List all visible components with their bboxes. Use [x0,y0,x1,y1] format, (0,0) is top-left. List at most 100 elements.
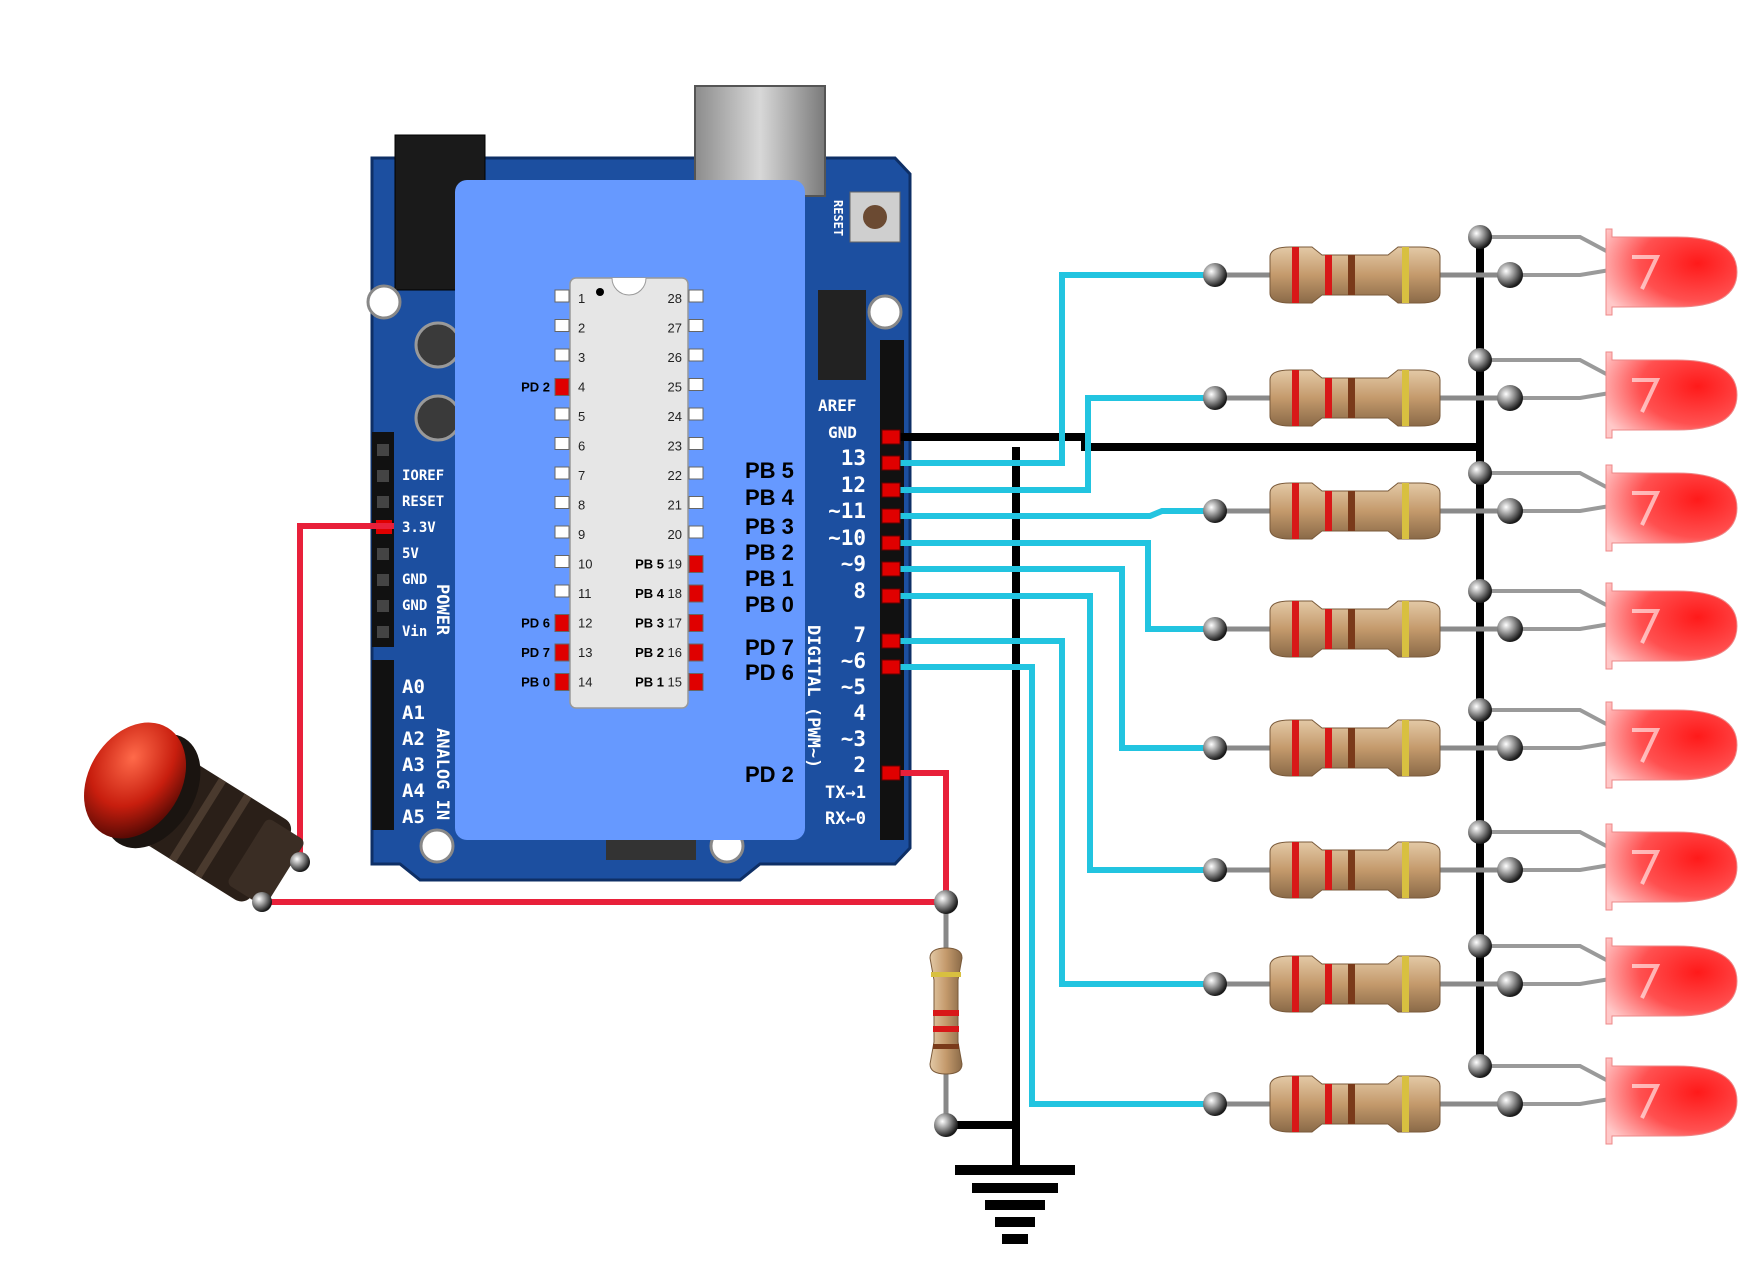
digital-pin-marker [881,765,901,781]
gnd-label: GND [828,423,857,442]
led [1605,701,1738,789]
node-ball [1497,735,1523,761]
chip-pin-left [554,555,570,568]
chip-pin-number: 14 [578,675,592,690]
chip-pin-number: 11 [578,586,592,601]
led-reflection [1632,609,1661,644]
led-cathode-leg [1480,589,1611,609]
resistor-band [1402,601,1409,657]
mounting-hole [867,294,903,330]
port-label-pd7: PD 7 [745,635,794,660]
chip-port-label: PB 4 [635,586,665,601]
digital-pin-marker [881,429,901,445]
chip-port-label: PD 7 [521,645,550,660]
resistor-band [1348,964,1355,1004]
resistor-band [1348,609,1355,649]
chip-pin-right [688,525,704,539]
digital-labels: 13 12 ~11 ~10 ~9 8 7 ~6 ~5 4 ~3 2 TX→1 R… [825,446,866,829]
chip-pin-left [554,496,570,509]
digital-label: 7 [853,623,866,647]
analog-label: A5 [402,806,425,828]
chip-port-label: PB 0 [521,675,550,690]
resistor-band [1325,1084,1332,1124]
led-reflection [1632,491,1661,526]
chip-pin-left [554,319,570,332]
chip-pin-right [688,437,704,450]
header-pin [377,600,389,612]
digital-label: 13 [841,446,866,470]
resistor-band [1292,601,1299,657]
led-anode-leg [1510,977,1611,986]
chip-pin-number: 16 [668,645,682,660]
node-ball [1468,579,1492,603]
resistor-band [1292,370,1299,426]
port-label-pb1: PB 1 [745,566,794,591]
node-ball [1468,698,1492,722]
chip-notch [611,277,647,296]
chip-pin-number: 19 [668,557,682,572]
icsp-header [818,290,866,380]
resistor-band [1292,720,1299,776]
terminal-ball [252,892,272,912]
analog-label: A4 [402,780,425,802]
node-ball [934,1113,958,1137]
led-reflection [1632,850,1661,885]
chip-pin-right [688,348,704,362]
chip-pin-right [688,466,704,480]
chip-pin-number: 3 [578,350,585,365]
led-cathode-leg [1480,1064,1611,1084]
port-label-pd2: PD 2 [745,762,794,787]
led [1605,937,1738,1025]
terminal-ball [290,852,310,872]
led-cathode-leg [1480,830,1611,850]
led-anode-leg [1510,741,1611,750]
aref-label: AREF [818,396,857,415]
chip-port-label: PB 1 [635,675,664,690]
node-ball [1497,262,1523,288]
power-labels: IOREF RESET 3.3V 5V GND GND Vin [402,468,444,640]
signal-wire-11 [895,508,1215,519]
push-button [84,722,310,912]
led-anode-leg [1510,863,1611,872]
chip-pin-number: 28 [668,291,682,306]
resistor-band [1325,378,1332,418]
power-label: IOREF [402,468,444,484]
digital-pin-marker [881,508,901,524]
chip-pin-number: 24 [668,409,682,424]
port-label-pb2: PB 2 [745,540,794,565]
led [1605,1057,1738,1145]
led-reflection [1632,1084,1661,1119]
chip-port-label: PB 2 [635,645,664,660]
resistor-band [1325,850,1332,890]
chip-pin-left [554,525,570,539]
digital-pin-marker [881,482,901,498]
node-ball [1468,225,1492,249]
chip-pin-right [688,496,704,509]
digital-label: ~3 [841,727,866,751]
chip-pin-number: 1 [578,291,585,306]
chip-pin-right [688,289,704,303]
digital-label: ~11 [828,499,866,523]
digital-pin-marker [881,588,901,604]
port-label-pd6: PD 6 [745,660,794,685]
chip-pin-number: 15 [668,675,682,690]
node-ball [1203,386,1227,410]
resistor-band [1402,720,1409,776]
digital-pin-marker [881,535,901,551]
chip-pin-right [688,378,704,391]
resistor-band [1402,1076,1409,1132]
chip-pin-number: 25 [668,380,682,395]
chip-pin-number: 13 [578,645,592,660]
chip-pin-number: 21 [668,498,682,513]
analog-label: A2 [402,728,425,750]
digital-label: 12 [841,473,866,497]
power-header [372,432,394,647]
node-ball [1468,934,1492,958]
pin1-dot [596,288,604,296]
resistor-band [1292,842,1299,898]
chip-pin-number: 2 [578,321,585,336]
resistor-band [1348,378,1355,418]
chip-pin-right [688,614,704,632]
chip-pin-right [688,319,704,332]
